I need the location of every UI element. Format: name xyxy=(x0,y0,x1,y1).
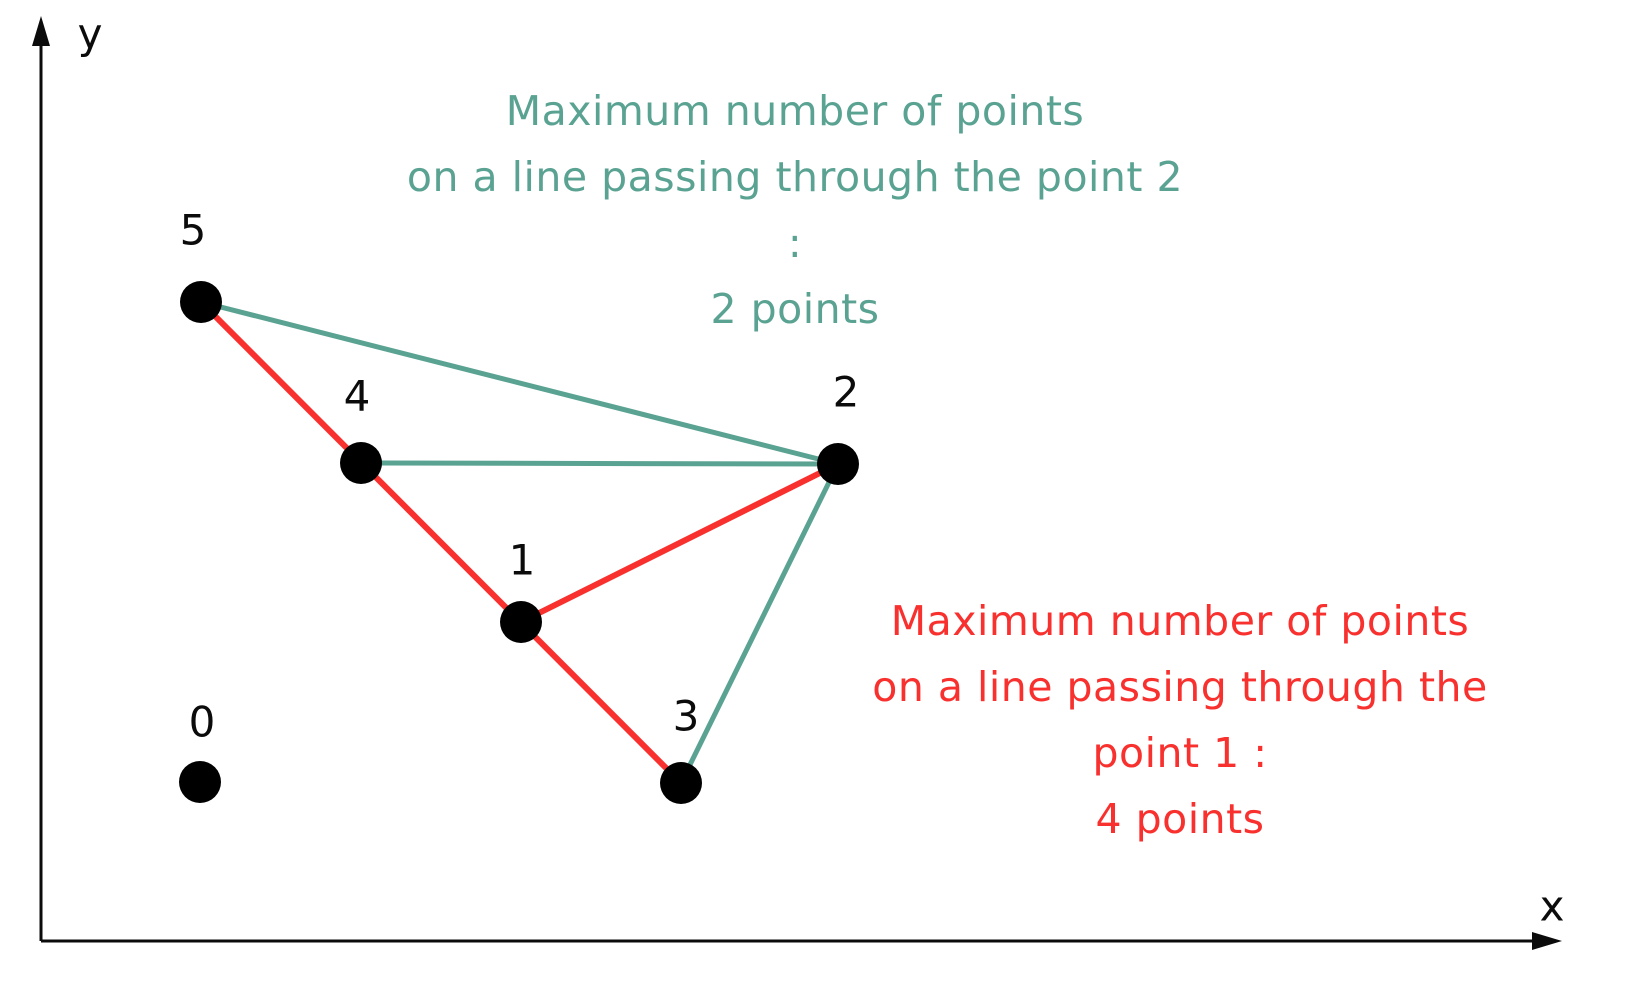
edge-5-2 xyxy=(200,299,839,467)
teal-annotation: Maximum number of points on a line passi… xyxy=(395,78,1195,342)
axes-group: y x xyxy=(32,10,1565,950)
point-label-2: 2 xyxy=(833,368,860,417)
point-label-5: 5 xyxy=(180,206,207,255)
teal-annotation-line-1: Maximum number of points xyxy=(505,87,1085,135)
y-axis-label: y xyxy=(78,10,103,59)
edge-2-3 xyxy=(678,462,841,785)
edge-4-2 xyxy=(360,460,839,467)
teal-annotation-line-2: on a line passing through the point 2 : xyxy=(406,153,1184,267)
edge-5-3 xyxy=(198,299,684,786)
point-dot-4 xyxy=(340,442,382,484)
y-axis-arrow-icon xyxy=(32,16,50,46)
red-annotation: Maximum number of points on a line passi… xyxy=(830,588,1530,852)
point-dot-5 xyxy=(180,281,222,323)
x-axis-arrow-icon xyxy=(1532,932,1562,950)
point-label-1: 1 xyxy=(509,536,536,585)
point-labels-group: 0 1 2 3 4 5 xyxy=(180,206,860,747)
point-dot-3 xyxy=(660,762,702,804)
point-label-4: 4 xyxy=(344,372,371,421)
point-label-3: 3 xyxy=(673,692,700,741)
teal-annotation-line-3: 2 points xyxy=(710,285,880,333)
red-annotation-line-2: on a line passing through the point 1 : xyxy=(872,663,1488,777)
x-axis-label: x xyxy=(1540,882,1565,931)
point-label-0: 0 xyxy=(189,698,216,747)
edge-1-2 xyxy=(519,461,840,625)
red-annotation-line-1: Maximum number of points xyxy=(890,597,1470,645)
point-dot-0 xyxy=(179,761,221,803)
dots-group xyxy=(179,281,859,804)
point-dot-2 xyxy=(817,443,859,485)
point-dot-1 xyxy=(500,601,542,643)
edges-group xyxy=(198,299,841,786)
red-annotation-line-3: 4 points xyxy=(1095,795,1265,843)
